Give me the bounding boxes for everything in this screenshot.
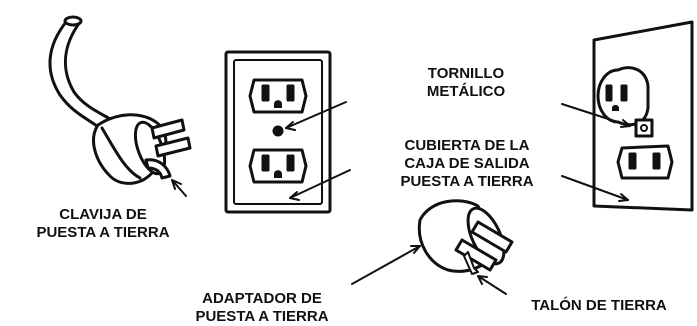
grounding-plug-label-line-2: PUESTA A TIERRA [36, 224, 170, 241]
grounding-lug-label-line-1: TALÓN DE TIERRA [531, 297, 667, 314]
outlet-box-cover-label-line-1: CUBIERTA DE LA [404, 137, 530, 154]
grounding-adapter-label-line-1: ADAPTADOR DE [202, 290, 322, 307]
grounding-adapter [351, 199, 514, 295]
tornillo-arrow [561, 103, 631, 127]
cord-end [63, 15, 83, 27]
grounding-lug [463, 251, 479, 275]
grounding-lug-label: TALÓN DE TIERRA [504, 297, 694, 315]
plug-cord [48, 20, 102, 130]
adapter-prong-1 [470, 220, 514, 254]
metal-screw-label-line-1: TORNILLO [427, 65, 505, 82]
adapter-arrow [351, 245, 421, 285]
grounding-adapter-label: ADAPTADOR DE PUESTA A TIERRA [172, 290, 352, 326]
outlet-with-adapter [561, 20, 694, 212]
grounding-plug [48, 15, 192, 197]
center-screw [272, 125, 284, 137]
screw-arrow [285, 101, 347, 129]
plug-prong-mid [154, 136, 192, 158]
metal-screw-label-line-2: METÁLICO [426, 83, 506, 100]
cover-arrow [289, 169, 351, 199]
plug-cord-inner [63, 20, 114, 122]
duplex-outlet [224, 50, 351, 214]
cover-right-arrow [561, 175, 629, 201]
lug-arrow [477, 275, 507, 295]
right-lower-receptacle [616, 144, 674, 180]
outlet-box-cover-label: CUBIERTA DE LA CAJA DE SALIDA PUESTA A T… [362, 137, 572, 191]
grounding-adapter-label-line-2: PUESTA A TIERRA [195, 308, 329, 325]
grounding-plug-label-line-1: CLAVIJA DE [59, 206, 147, 223]
plug-prong-top [150, 118, 186, 140]
grounding-plug-label: CLAVIJA DE PUESTA A TIERRA [18, 206, 188, 242]
plug-arrow [171, 179, 187, 197]
metal-screw-label: TORNILLO METÁLICO [396, 65, 536, 101]
outlet-box-cover-label-line-2: CAJA DE SALIDA [404, 155, 530, 172]
outlet-box-cover-label-line-3: PUESTA A TIERRA [400, 173, 534, 190]
plug-ground-pin [144, 158, 172, 180]
adapter-prong-2 [454, 238, 498, 272]
